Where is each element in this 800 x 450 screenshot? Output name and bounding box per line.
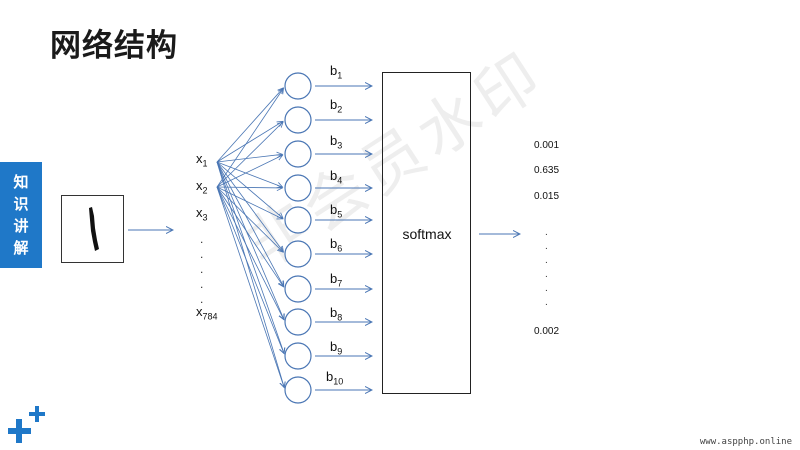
bias-label: b2 (330, 97, 343, 115)
neuron-node (284, 140, 312, 168)
neuron-node (284, 106, 312, 134)
neuron-node (284, 174, 312, 202)
bias-label: b1 (330, 63, 343, 81)
weight-connection (216, 186, 284, 388)
neuron-node (284, 376, 312, 404)
weight-connection (216, 161, 283, 218)
input-label-x3: x3 (196, 205, 208, 223)
input-ellipsis: ..... (200, 232, 204, 306)
output-value: 0.635 (534, 165, 560, 176)
weight-connection (216, 186, 284, 287)
weight-connection (216, 161, 284, 287)
weight-connection (216, 186, 283, 219)
bias-label: b8 (330, 305, 343, 323)
side-tab-char: 识 (13, 195, 29, 213)
side-tab-char: 知 (13, 173, 29, 191)
bias-label: b4 (330, 168, 343, 186)
softmax-box (382, 72, 471, 394)
bias-arrows (315, 86, 372, 390)
weight-connection (216, 186, 284, 320)
handwritten-one-icon (89, 207, 99, 251)
bias-label: b7 (330, 271, 343, 289)
input-label-x1: x1 (196, 151, 208, 169)
weight-connection (216, 161, 284, 354)
output-value: 0.002 (534, 326, 560, 337)
neuron-node (284, 72, 312, 100)
bias-label: b3 (330, 133, 343, 151)
bias-label: b10 (326, 369, 344, 387)
neuron-node (284, 206, 312, 234)
neuron-node (284, 240, 312, 268)
input-label-x2: x2 (196, 178, 208, 196)
neuron-node (284, 308, 312, 336)
weight-connection (216, 121, 283, 163)
weight-connection (216, 88, 284, 188)
input-label-x784: x784 (196, 304, 218, 322)
weight-connection (216, 122, 283, 188)
softmax-label: softmax (402, 226, 452, 242)
bias-label: b6 (330, 236, 343, 254)
knowledge-tab: 知 识 讲 解 (0, 162, 42, 268)
weight-connection (216, 155, 283, 188)
side-tab-char: 讲 (13, 217, 29, 235)
neuron-node (284, 342, 312, 370)
weight-connection (216, 161, 284, 320)
weight-connection (216, 161, 284, 388)
footer-url: www.aspphp.online (699, 437, 792, 447)
neuron-node (284, 275, 312, 303)
page-title: 网络结构 (50, 28, 178, 64)
weight-connection (216, 187, 282, 188)
weight-connection (216, 186, 283, 252)
bias-label: b9 (330, 339, 343, 357)
output-ellipsis: ...... (545, 227, 548, 308)
weight-connection (216, 161, 283, 252)
digit-image (61, 195, 124, 263)
weight-connection (216, 154, 282, 163)
weight-connection (216, 88, 283, 163)
plus-logo-icon (8, 406, 45, 443)
weight-connection (216, 161, 283, 187)
weight-connections (216, 88, 284, 388)
output-value: 0.001 (534, 140, 560, 151)
neuron-layer (284, 72, 312, 404)
side-tab-char: 解 (13, 239, 29, 257)
weight-connection (216, 186, 284, 354)
bias-label: b5 (330, 202, 343, 220)
output-value: 0.015 (534, 191, 560, 202)
